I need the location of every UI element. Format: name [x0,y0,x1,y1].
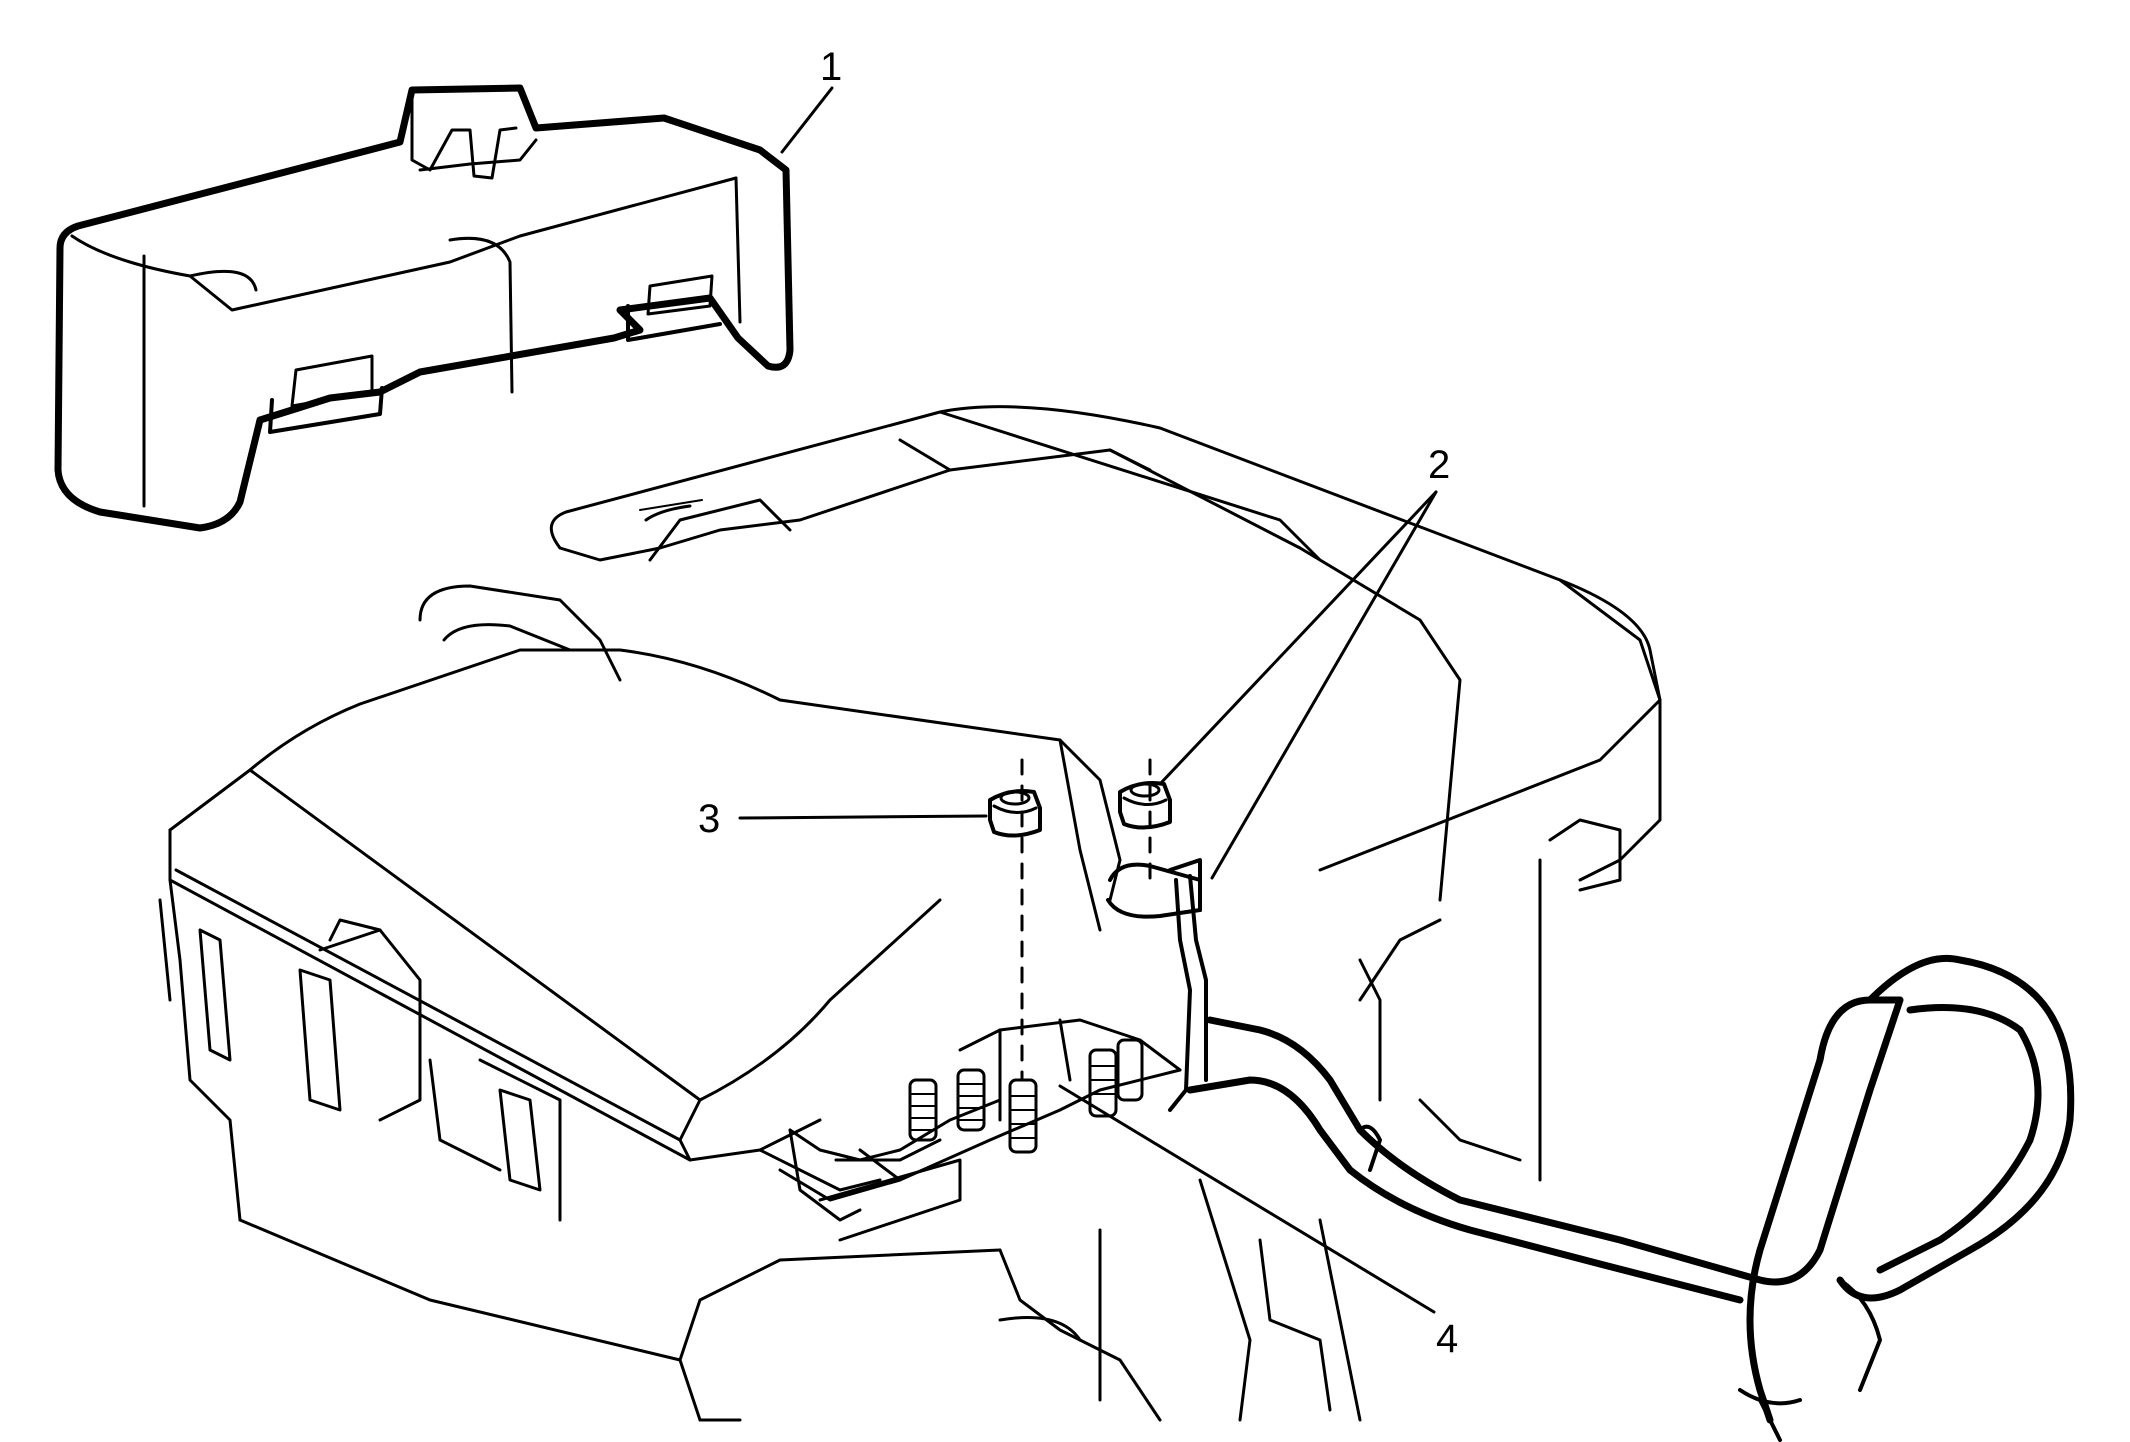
terminal-stud [1088,1048,1118,1118]
leader-line-4 [1058,1084,1436,1314]
leader-line-2b [1210,490,1438,880]
terminal-stud [1116,1038,1144,1102]
callout-2: 2 [1428,443,1450,487]
leader-line-3 [738,814,988,820]
leader-line-1 [780,86,834,154]
cable-nuts-and-terminal [988,781,1208,1112]
callout-4: 4 [1436,1317,1458,1361]
leader-line-2a [1158,490,1438,786]
terminal-stud [956,1068,986,1132]
fuse-block-cover-part [54,84,794,532]
positive-battery-cable [1186,954,2075,1442]
terminal-stud [1008,1078,1038,1154]
battery-cable-terminal-area [758,758,1182,1242]
nut-3 [988,789,1042,838]
callout-1: 1 [820,45,842,89]
nut-2 [1118,781,1172,830]
underhood-fuse-block-housing [158,405,1662,1422]
leader-lines [738,86,1438,1314]
callout-3: 3 [698,797,720,841]
terminal-stud [908,1078,938,1142]
